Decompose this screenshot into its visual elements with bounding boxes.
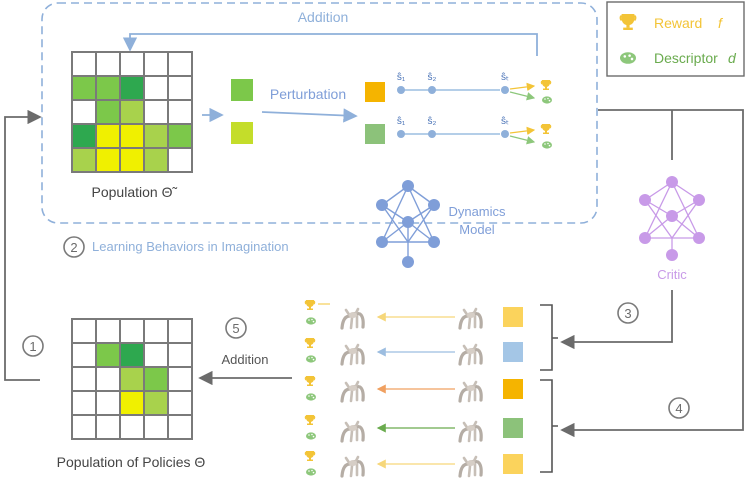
population-policies-label: Population of Policies Θ: [57, 454, 206, 470]
offspring-square-sage: [365, 124, 385, 144]
eval-row-4: [304, 414, 523, 443]
step-5-number: 5: [232, 321, 239, 336]
ant-robot-icon: [458, 420, 483, 443]
step-3-number: 3: [624, 306, 631, 321]
policy-square-yellow: [503, 454, 523, 474]
addition-top-label: Addition: [298, 9, 349, 25]
ant-robot-icon: [458, 307, 483, 330]
trophy-icon: [304, 375, 316, 387]
palette-icon: [306, 393, 316, 401]
palette-icon: [542, 141, 552, 149]
legend-palette-icon: [620, 52, 636, 64]
trophy-icon: [540, 79, 552, 91]
population-tilde-label: Population Θ̃: [92, 184, 178, 200]
trophy-icon: [304, 299, 316, 311]
offspring-square-orange: [365, 82, 385, 102]
addition-bottom-label: Addition: [222, 352, 269, 367]
policy-square-orange: [503, 379, 523, 399]
step-5-badge: [225, 317, 247, 339]
policy-square-green: [503, 418, 523, 438]
parent-square-green: [231, 79, 253, 101]
parent-square-lime: [231, 122, 253, 144]
perturbation-label: Perturbation: [270, 86, 346, 102]
eval-row-3: [304, 375, 523, 403]
perturbation-arrow: [261, 108, 358, 123]
ant-robot-icon: [458, 343, 483, 366]
policy-square-blue: [503, 342, 523, 362]
step-3-badge: [617, 302, 639, 324]
critic-label: Critic: [657, 267, 687, 282]
ant-robot-icon: [340, 455, 365, 478]
trajectory-row-1: ŝ₁ ŝ₂ ŝₜ: [397, 72, 552, 104]
trophy-icon: [304, 337, 316, 349]
flow-lines: [4, 109, 744, 438]
eval-row-5: [304, 450, 523, 478]
state-s1-label: ŝ₁: [397, 72, 406, 83]
brace-top: [540, 304, 558, 371]
ant-robot-icon: [340, 343, 365, 366]
trophy-icon: [304, 450, 316, 462]
palette-icon: [306, 432, 316, 440]
eval-row-2: [304, 337, 523, 366]
state-st-label: ŝₜ: [501, 72, 509, 83]
palette-icon: [306, 317, 316, 325]
trajectory-row-2: ŝ₁ ŝ₂ ŝₜ: [397, 116, 552, 149]
critic-network: [639, 176, 705, 261]
brace-bottom: [540, 379, 558, 473]
palette-icon: [306, 355, 316, 363]
step-4-badge: [668, 397, 690, 419]
addition-top-arrow: [122, 33, 538, 56]
legend-reward-label: Reward: [654, 15, 702, 31]
step-1-number: 1: [29, 339, 36, 354]
dynamics-label-line2: Model: [459, 222, 495, 237]
ant-robot-icon: [340, 380, 365, 403]
state-s2-label: ŝ₂: [428, 72, 437, 83]
legend-descriptor-symbol: d: [728, 50, 737, 66]
step-1-badge: [22, 335, 44, 357]
ant-robot-icon: [458, 380, 483, 403]
palette-icon: [542, 96, 552, 104]
ant-robot-icon: [340, 420, 365, 443]
dynamics-label-line1: Dynamics: [448, 204, 506, 219]
population-policies-grid: [71, 318, 193, 440]
step-2-badge: [63, 236, 85, 258]
policy-square-yellow: [503, 307, 523, 327]
ant-robot-icon: [458, 455, 483, 478]
population-tilde-grid: [71, 51, 193, 173]
trophy-icon: [304, 414, 316, 426]
dynamics-model-network: [376, 180, 440, 268]
state-st-label: ŝₜ: [501, 116, 509, 127]
eval-row-1: [304, 299, 523, 330]
step-2-text: Learning Behaviors in Imagination: [92, 239, 289, 254]
trophy-icon: [540, 123, 552, 135]
legend-descriptor-label: Descriptor: [654, 50, 718, 66]
step-4-number: 4: [675, 401, 682, 416]
legend-reward-symbol: f: [718, 15, 724, 31]
imagination-box: [41, 2, 598, 224]
state-s2-label: ŝ₂: [428, 116, 437, 127]
ant-robot-icon: [340, 307, 365, 330]
state-s1-label: ŝ₁: [397, 116, 406, 127]
palette-icon: [306, 468, 316, 476]
step-2-number: 2: [70, 240, 77, 255]
